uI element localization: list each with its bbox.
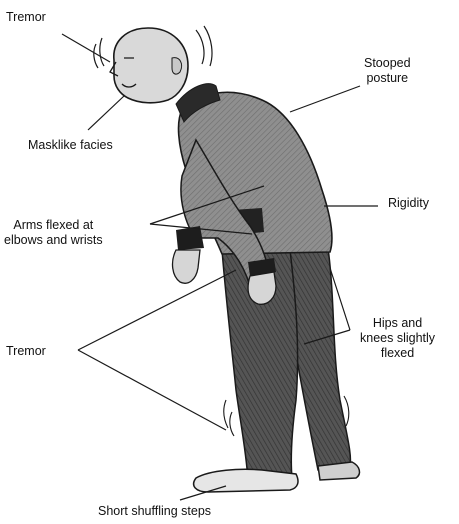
label-hips-line1: Hips and [360, 316, 435, 331]
leader-tremor-limb-a [78, 270, 236, 350]
leader-tremor-head [62, 34, 110, 62]
leader-tremor-limb-b [78, 350, 226, 430]
label-stooped-line1: Stooped [364, 56, 411, 71]
leader-masklike [88, 96, 124, 130]
label-hips-knees: Hips and knees slightly flexed [360, 316, 435, 361]
label-rigidity: Rigidity [388, 196, 429, 211]
label-hips-line2: knees slightly [360, 331, 435, 346]
label-arms-line1: Arms flexed at [4, 218, 103, 233]
left-hand [173, 250, 200, 283]
right-hand [248, 272, 276, 304]
label-tremor-head: Tremor [6, 10, 46, 25]
back-shoe [318, 462, 359, 480]
front-shoe [194, 469, 298, 492]
label-masklike-facies: Masklike facies [28, 138, 113, 153]
leader-stooped [290, 86, 360, 112]
ear [172, 58, 182, 74]
label-stooped-line2: posture [364, 71, 411, 86]
cuff [176, 226, 204, 250]
label-stooped-posture: Stooped posture [364, 56, 411, 86]
label-short-steps: Short shuffling steps [98, 504, 211, 519]
label-arms-line2: elbows and wrists [4, 233, 103, 248]
label-hips-line3: flexed [360, 346, 435, 361]
label-tremor-limbs: Tremor [6, 344, 46, 359]
figure-body [94, 26, 360, 492]
label-arms-flexed: Arms flexed at elbows and wrists [4, 218, 103, 248]
